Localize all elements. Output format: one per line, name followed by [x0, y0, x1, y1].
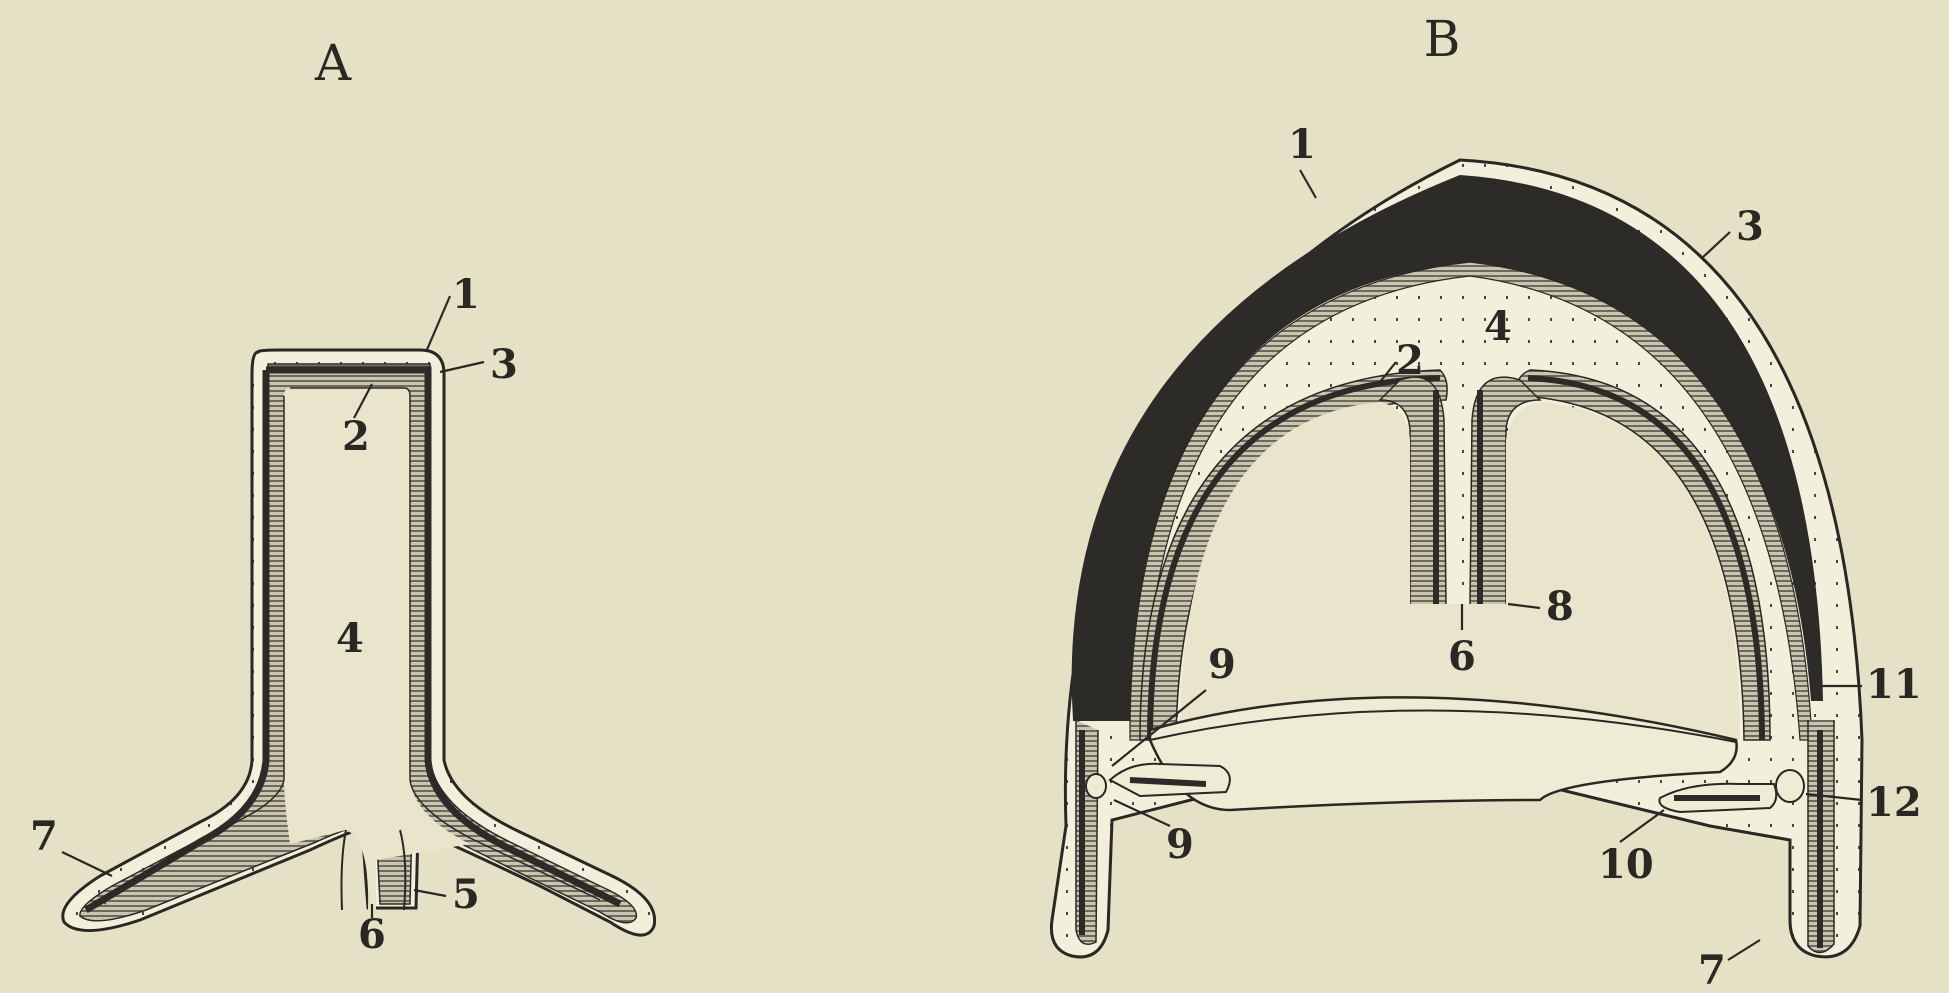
label-b-7: 7: [1698, 947, 1726, 993]
label-b-2: 2: [1396, 337, 1424, 384]
label-b-10: 10: [1598, 841, 1654, 888]
label-b-12: 12: [1866, 779, 1922, 826]
label-a-7: 7: [30, 813, 58, 860]
structure-9-circle: [1086, 774, 1106, 798]
label-b-3: 3: [1736, 203, 1764, 250]
label-a-5: 5: [452, 871, 480, 918]
label-b-9-upper: 9: [1208, 641, 1236, 688]
figure-b: B 1: [1051, 10, 1921, 993]
label-a-3: 3: [490, 341, 518, 388]
label-b-6: 6: [1448, 633, 1476, 680]
figure-b-title: B: [1424, 10, 1461, 68]
label-b-4: 4: [1484, 303, 1512, 350]
label-b-1: 1: [1288, 121, 1316, 168]
label-b-8: 8: [1546, 583, 1574, 630]
label-a-6: 6: [358, 911, 386, 958]
label-a-4: 4: [336, 615, 364, 662]
figure-a: A 1 3 2 4 5 6: [30, 34, 655, 958]
label-b-11: 11: [1866, 661, 1922, 708]
label-b-9-lower: 9: [1166, 821, 1194, 868]
label-a-2: 2: [342, 413, 370, 460]
label-a-1: 1: [452, 271, 480, 318]
structure-12-circle: [1776, 770, 1804, 802]
figure-a-title: A: [314, 34, 352, 92]
